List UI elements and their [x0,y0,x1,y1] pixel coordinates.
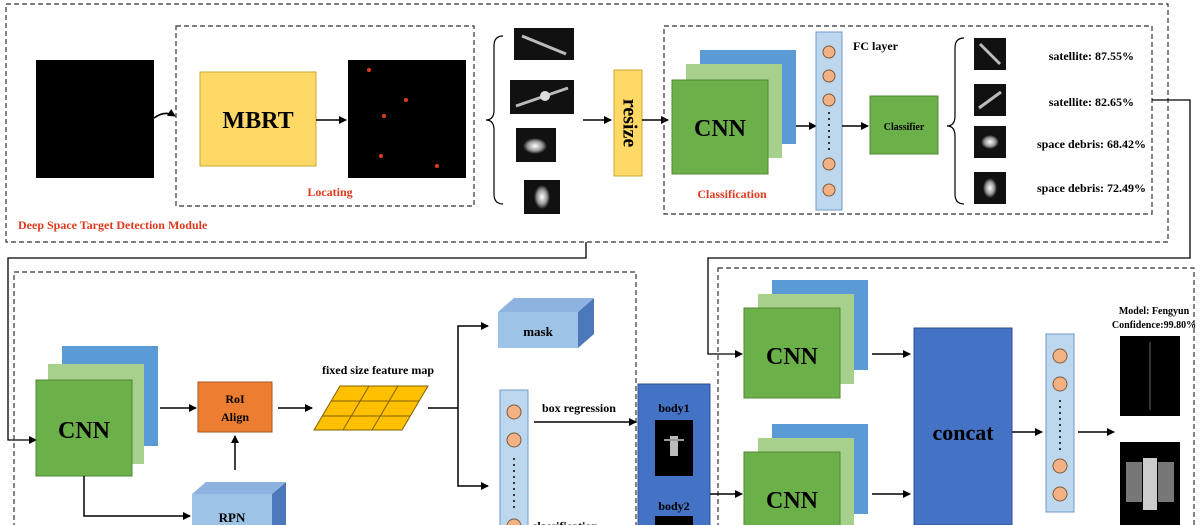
brace-left [485,35,504,205]
roi-label-1: RoI [225,392,245,406]
result-thumb-1-object [978,42,1002,66]
mbrt-label: MBRT [222,108,293,134]
confidence-label: Confidence:99.80% [1112,320,1196,331]
connector-results-to-concat-path [707,99,1191,358]
fc-node [822,45,836,59]
crop-debris-1 [523,138,547,154]
located-point [379,154,383,158]
resize-block [613,69,643,177]
rpn-block-top [192,482,286,494]
cnn-right1-layer-1 [743,307,841,399]
fc-layer-label: FC layer [853,39,899,53]
fc-layer-bottom-right [1045,333,1075,513]
concat-block [913,327,1013,525]
classification-label: Classification [697,187,767,201]
classification-box [663,25,1153,215]
result-thumb-2-object [978,90,1002,110]
body1-label: body1 [658,401,689,415]
brace-right [946,37,965,205]
connector-top-to-bottom-left [7,242,587,444]
arrow-to-fc-bottom [457,408,489,490]
box-regression-label: box regression [542,401,616,415]
output-image-2-panel-r [1158,462,1174,502]
classification-bottom-label: classification [532,519,598,525]
cnn-top-label: CNN [694,116,747,142]
roi-label-2: Align [221,410,249,424]
locating-label: Locating [307,185,352,199]
cnn-right1-label: CNN [766,344,819,370]
arrow-input-to-locating [153,108,176,119]
located-points-image [348,60,466,178]
classifier-label: Classifier [884,122,925,133]
located-point [367,68,371,72]
output-image-2-body [1143,458,1157,510]
feature-map-label: fixed size feature map [322,363,434,377]
result-label-1: satellite: 87.55% [1049,49,1134,63]
bottom-left-box [13,271,637,525]
cnn-bottom-label: CNN [58,418,111,444]
cnn-top-layer-1 [671,79,769,175]
rpn-block-side [272,482,286,525]
cnn-right2-label: CNN [766,488,819,514]
fc-node [822,183,836,197]
fc-node [506,432,522,448]
result-thumb-3-object [981,135,999,149]
rpn-block [192,494,272,525]
mbrt-block [199,71,317,167]
arrow-to-mask [457,322,489,408]
located-point [404,98,408,102]
located-point [435,164,439,168]
top-module-border [5,3,1169,243]
bottom-right-box [717,267,1195,525]
locating-box [175,25,475,207]
fc-node [822,157,836,171]
rpn-label: RPN [219,510,246,525]
feature-grid-line [342,385,370,431]
fc-node [822,69,836,83]
resize-label: resize [618,99,640,148]
input-image [36,60,154,178]
crop-debris-2 [534,185,550,209]
classifier-block [869,95,939,155]
result-label-4: space debris: 72.49% [1037,181,1146,195]
fc-node [822,93,836,107]
top-module-title: Deep Space Target Detection Module [18,218,208,232]
fc-node [1052,486,1068,502]
fc-layer-top [815,31,843,211]
crop-satellite-1 [521,34,567,56]
fc-node [506,404,522,420]
mask-block-top [498,298,594,312]
fc-node [1052,348,1068,364]
mask-block-side [578,298,594,348]
body1-object [670,436,678,456]
fc-node [1052,458,1068,474]
fc-node [506,518,522,525]
cnn-right2-layer-1 [743,451,841,525]
result-label-3: space debris: 68.42% [1037,137,1146,151]
model-label: Model: Fengyun [1119,306,1190,317]
mask-block [498,312,578,348]
fc-node [1052,376,1068,392]
roi-align-block [197,381,273,433]
mask-label: mask [523,324,553,339]
body2-label: body2 [658,499,689,513]
body2-image [655,516,693,525]
output-image-2-panel-l [1126,462,1142,502]
feature-grid-line [371,385,399,431]
concat-label: concat [932,420,994,445]
crop-satellite-2-body [540,91,550,101]
result-thumb-4-object [983,178,997,198]
result-label-2: satellite: 82.65% [1049,95,1134,109]
located-point [382,114,386,118]
arrow-cnn-to-rpn [83,476,191,520]
feature-map-grid [313,385,429,431]
